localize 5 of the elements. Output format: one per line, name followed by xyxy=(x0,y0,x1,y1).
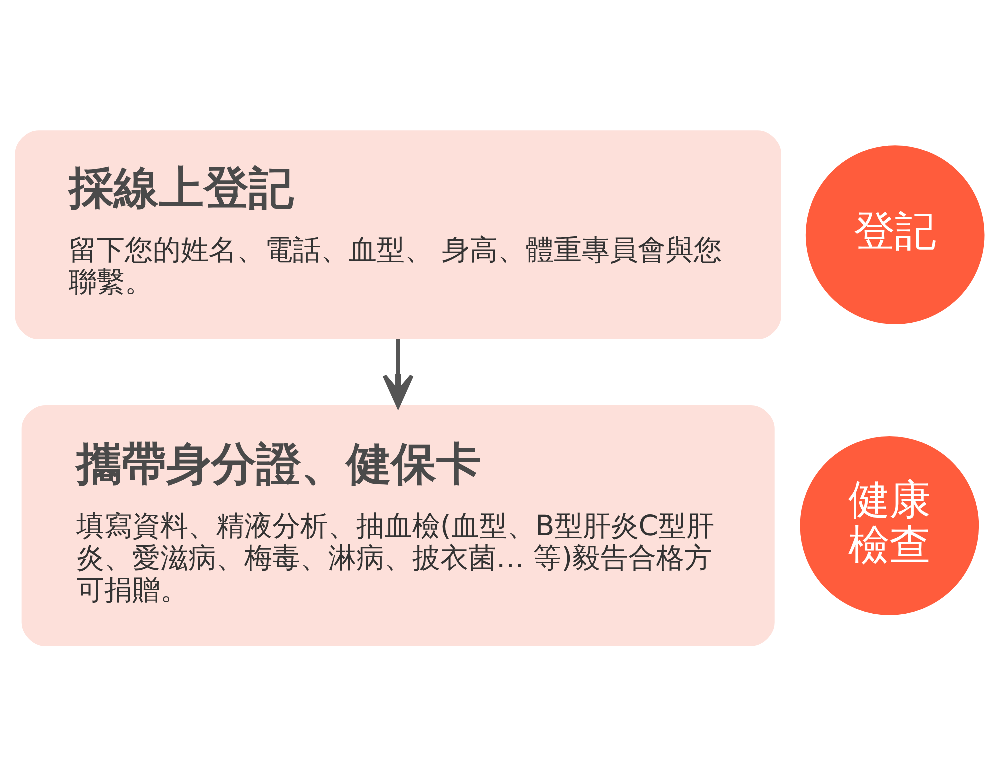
arrow xyxy=(382,338,414,408)
node-box: 攜帶身分證、健保卡 填寫資料、精液分析、抽血檢(血型、B型肝炎C型肝炎、愛滋病、梅毒、淋病、披衣菌… 等)毅告合格方可捐贈。 xyxy=(22,404,775,646)
node-circle: 登記 xyxy=(806,145,985,324)
node-box: 採線上登記 留下您的姓名、電話、血型、 身高、體重專員會與您聯繫。 xyxy=(15,130,782,340)
node-circle: 健康檢查 xyxy=(800,436,980,615)
